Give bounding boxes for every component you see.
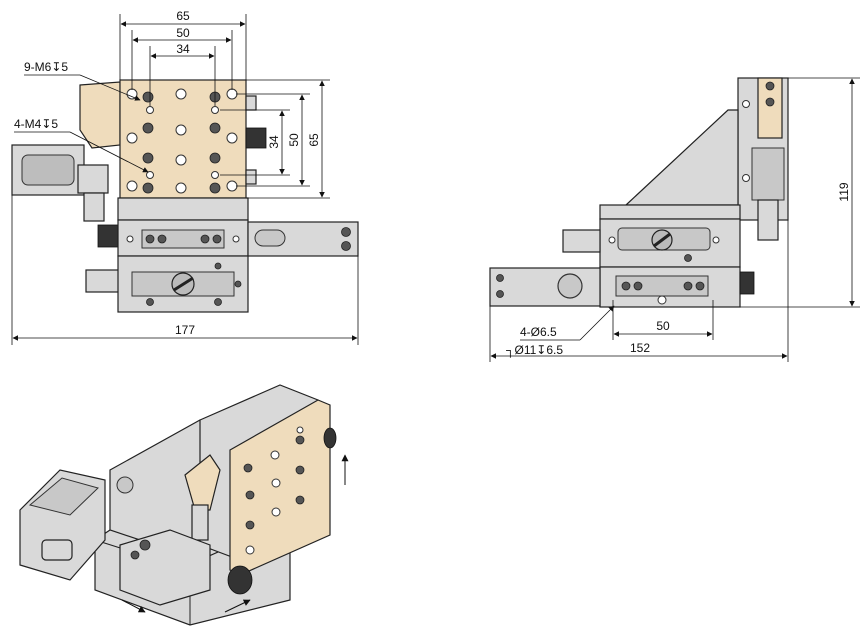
dim-side-152: 152	[630, 341, 650, 355]
iso-plate-holes	[243, 426, 305, 555]
front-view-dimensions: 65 50 34 34 50 65 177 9-M6↧5	[11, 9, 359, 345]
side-view	[489, 77, 789, 308]
iso-arrow-right	[224, 599, 251, 613]
left-knob-shaft	[83, 192, 105, 222]
side-view-dimensions: 119 50 152 4-Ø6.5 ┐Ø11↧6.5	[489, 77, 860, 362]
iso-vertical-knob	[323, 427, 337, 449]
angle-bracket	[624, 109, 739, 206]
callout-4-m4: 4-M4↧5	[14, 117, 58, 131]
dim-right-50: 50	[287, 133, 301, 147]
isometric-view	[19, 384, 349, 626]
side-micrometer	[489, 267, 601, 307]
dim-top-65: 65	[176, 9, 190, 23]
left-bracket	[79, 81, 121, 149]
callout-9-m6: 9-M6↧5	[24, 60, 68, 74]
side-right-knob	[739, 271, 755, 295]
dim-side-50: 50	[656, 319, 670, 333]
lower-left-knob	[85, 269, 121, 293]
middle-body	[117, 197, 249, 221]
dim-side-119: 119	[837, 182, 851, 201]
top-plate	[119, 79, 247, 199]
callout-counterbore: ┐Ø11↧6.5	[506, 343, 563, 358]
dim-bottom-177: 177	[175, 323, 195, 337]
side-left-knob	[562, 229, 601, 253]
dim-top-50: 50	[176, 26, 190, 40]
iso-front-knob	[227, 565, 253, 595]
left-knob	[97, 224, 121, 248]
left-knob-mount	[77, 164, 109, 194]
dim-right-65: 65	[307, 133, 321, 147]
middle-slot	[141, 229, 225, 249]
dim-top-34: 34	[176, 42, 190, 56]
front-view	[11, 79, 359, 313]
left-micrometer-window	[21, 154, 75, 186]
iso-front-micrometer	[119, 529, 211, 606]
callout-4-dia-6-5: 4-Ø6.5	[520, 325, 557, 339]
vertical-knob	[757, 199, 779, 241]
dim-right-34: 34	[267, 135, 281, 149]
iso-arrow-left	[121, 599, 146, 613]
right-knob-upper	[245, 127, 267, 149]
iso-side-bracket	[184, 454, 221, 511]
iso-vertical-plate	[229, 399, 331, 576]
